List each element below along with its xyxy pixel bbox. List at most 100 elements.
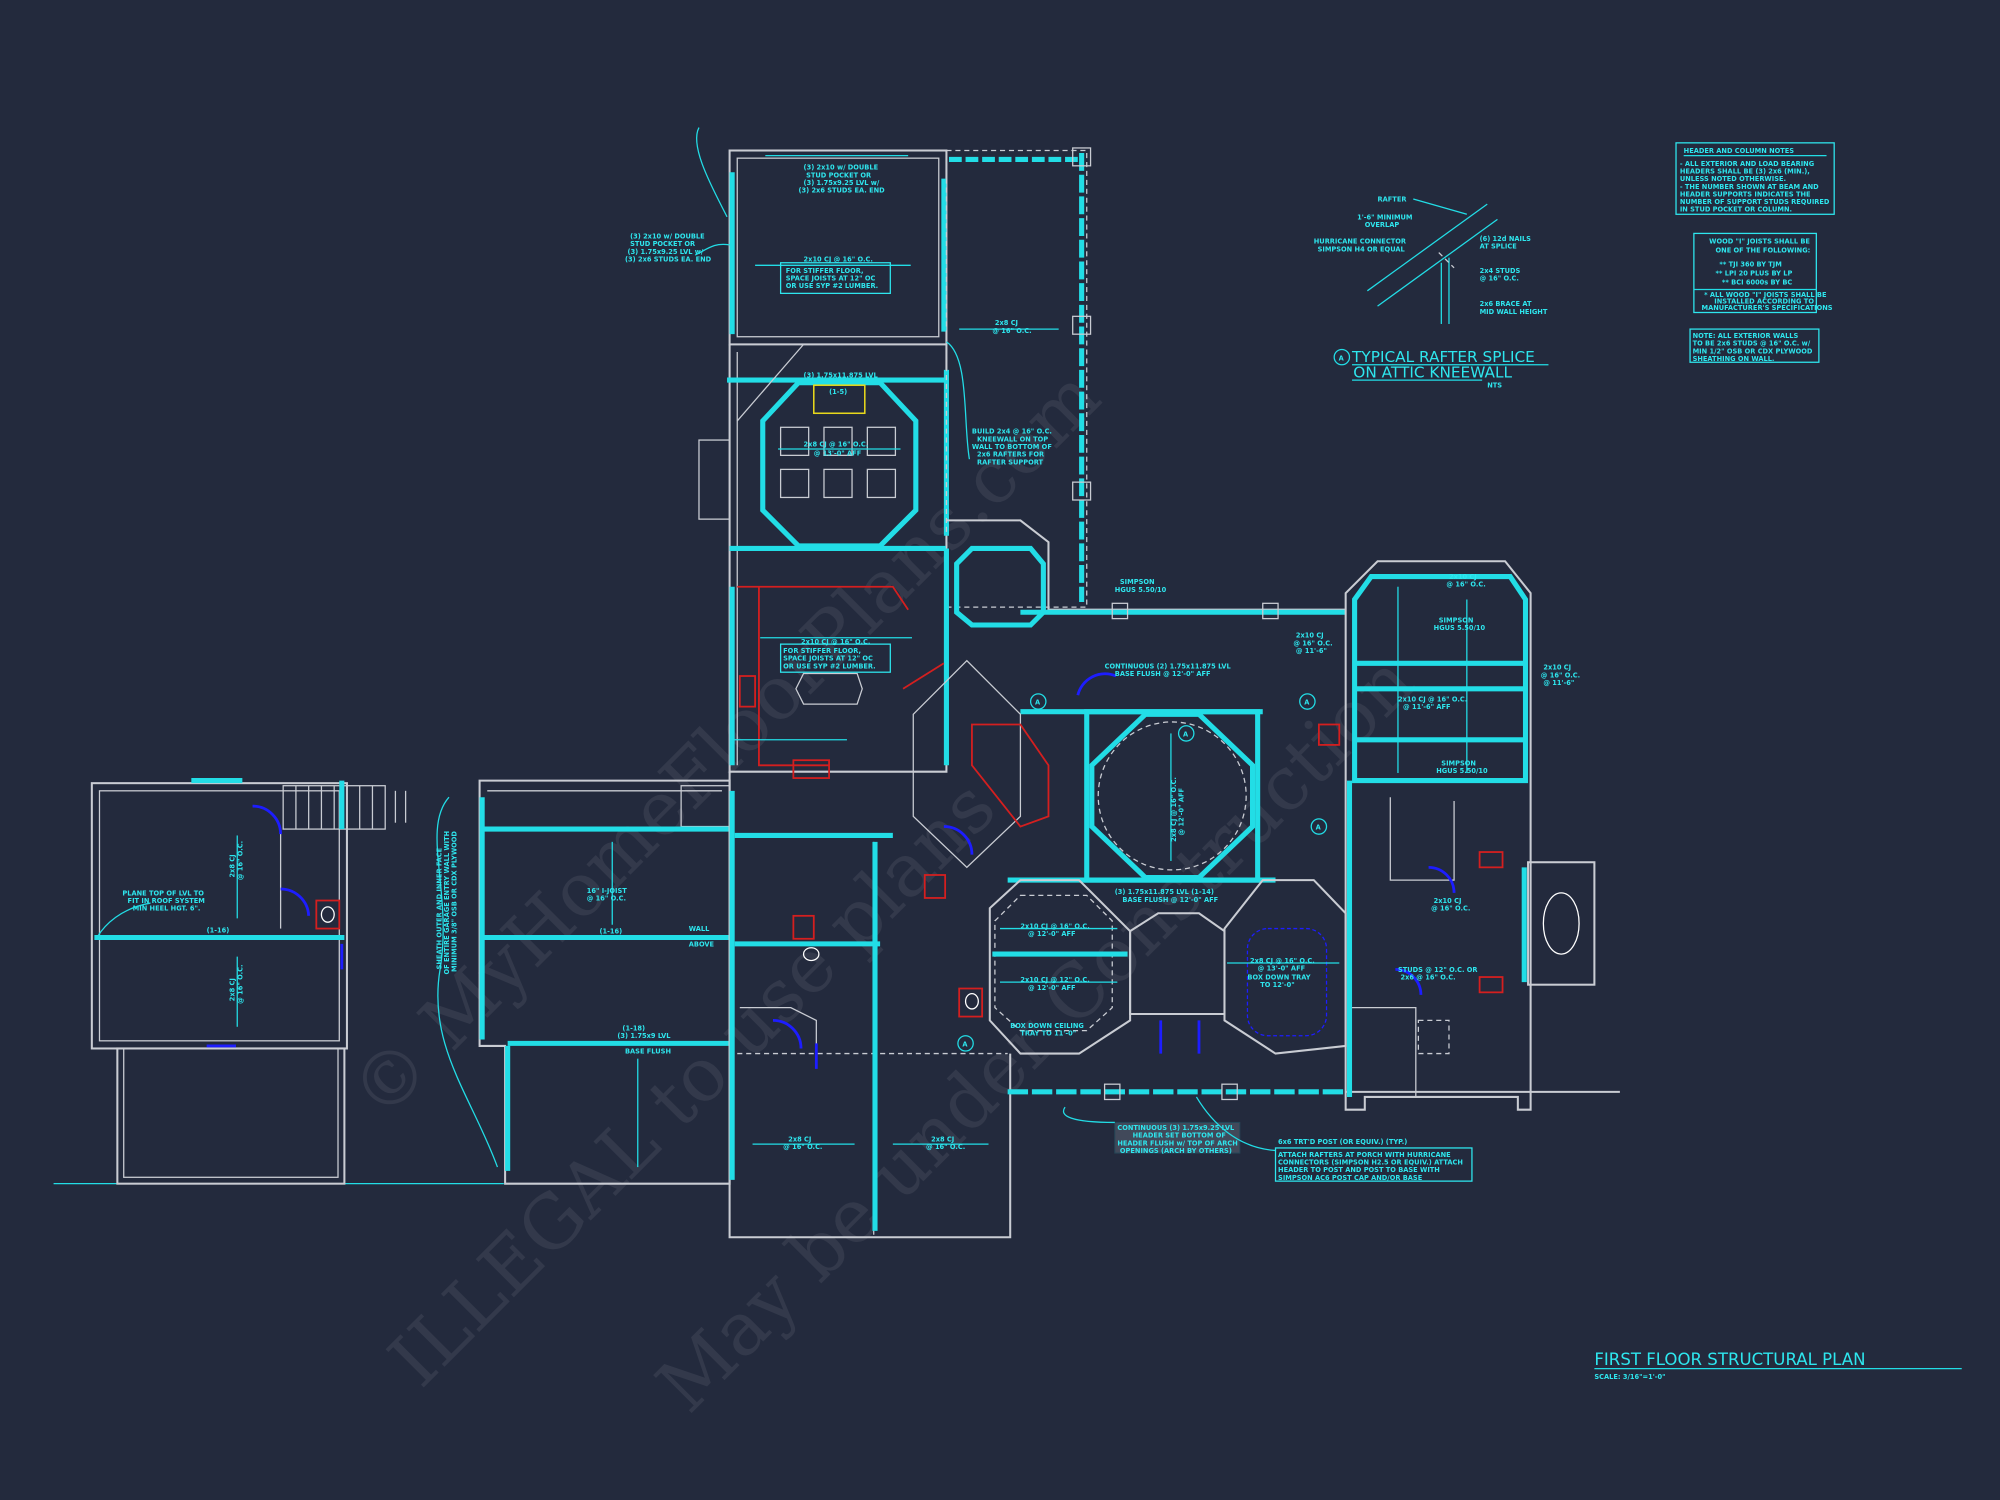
svg-text:2x6 BRACE AT: 2x6 BRACE AT — [1480, 300, 1532, 308]
svg-text:@ 16" O.C.: @ 16" O.C. — [1293, 639, 1332, 647]
svg-text:IN STUD POCKET OR COLUMN.: IN STUD POCKET OR COLUMN. — [1680, 206, 1792, 214]
svg-text:(1-18): (1-18) — [622, 1025, 645, 1033]
svg-text:UNLESS NOTED OTHERWISE.: UNLESS NOTED OTHERWISE. — [1680, 175, 1786, 183]
svg-text:* ALL WOOD "I" JOISTS SHALL BE: * ALL WOOD "I" JOISTS SHALL BE — [1704, 291, 1827, 299]
svg-text:KNEEWALL ON TOP: KNEEWALL ON TOP — [977, 435, 1048, 443]
svg-text:(1-16): (1-16) — [599, 928, 622, 936]
svg-text:16" I-JOIST: 16" I-JOIST — [587, 887, 628, 895]
svg-text:2x6 @ 16" O.C.: 2x6 @ 16" O.C. — [1401, 974, 1456, 982]
svg-text:@ 12'-0" AFF: @ 12'-0" AFF — [1028, 930, 1075, 938]
svg-text:SHEATH OUTER AND INNER FACE: SHEATH OUTER AND INNER FACE — [435, 847, 443, 969]
svg-text:CONNECTORS (SIMPSON H2.5 OR EQ: CONNECTORS (SIMPSON H2.5 OR EQUIV.) ATTA… — [1278, 1159, 1463, 1167]
svg-text:2x10 CJ @ 16" O.C.: 2x10 CJ @ 16" O.C. — [804, 255, 873, 263]
svg-text:(3) 1.75x9.25 LVL w/: (3) 1.75x9.25 LVL w/ — [804, 179, 880, 187]
svg-text:STUDS @ 12" O.C. OR: STUDS @ 12" O.C. OR — [1398, 966, 1478, 974]
svg-text:2x8 CJ: 2x8 CJ — [229, 854, 237, 877]
svg-text:HGUS 5.50/10: HGUS 5.50/10 — [1434, 624, 1486, 632]
attic-access — [813, 384, 866, 415]
svg-text:@ 16" O.C.: @ 16" O.C. — [1541, 671, 1580, 679]
svg-text:SIMPSON H4 OR EQUAL: SIMPSON H4 OR EQUAL — [1318, 245, 1406, 253]
svg-text:HGUS 5.50/10: HGUS 5.50/10 — [1436, 767, 1488, 775]
svg-text:A: A — [1035, 699, 1041, 707]
header-column-notes: HEADER AND COLUMN NOTES - ALL EXTERIOR A… — [1675, 142, 1835, 215]
svg-text:2x8 CJ @ 16" O.C.: 2x8 CJ @ 16" O.C. — [804, 440, 869, 448]
svg-text:@ 11'-6": @ 11'-6" — [1296, 647, 1327, 655]
svg-text:2x10 CJ @ 16" O.C.: 2x10 CJ @ 16" O.C. — [1398, 696, 1467, 704]
svg-text:(3) 2x10 w/ DOUBLE: (3) 2x10 w/ DOUBLE — [630, 233, 705, 241]
svg-text:@ 13'-0" AFF: @ 13'-0" AFF — [814, 449, 861, 457]
svg-text:(3) 1.75x11.875 LVL: (3) 1.75x11.875 LVL — [804, 372, 879, 380]
svg-text:A: A — [962, 1041, 968, 1049]
svg-text:(3) 2x10 w/ DOUBLE: (3) 2x10 w/ DOUBLE — [804, 164, 879, 172]
svg-text:(3) 2x6 STUDS EA. END: (3) 2x6 STUDS EA. END — [625, 255, 712, 263]
svg-text:ON ATTIC KNEEWALL: ON ATTIC KNEEWALL — [1353, 364, 1512, 382]
svg-text:2x4 STUDS: 2x4 STUDS — [1480, 267, 1521, 275]
svg-text:@ 16" O.C.: @ 16" O.C. — [1480, 275, 1519, 283]
svg-text:2x10 CJ @ 12" O.C.: 2x10 CJ @ 12" O.C. — [1020, 976, 1089, 984]
svg-text:OVERLAP: OVERLAP — [1365, 221, 1400, 229]
svg-text:TO 12'-0": TO 12'-0" — [1260, 981, 1295, 989]
svg-text:@ 16" O.C.: @ 16" O.C. — [992, 327, 1031, 335]
svg-text:CONTINUOUS (3) 1.75x9.25 LVL: CONTINUOUS (3) 1.75x9.25 LVL — [1117, 1124, 1235, 1132]
svg-text:SIMPSON: SIMPSON — [1441, 759, 1476, 767]
svg-text:2x8 CJ: 2x8 CJ — [995, 319, 1018, 327]
svg-text:ONE OF THE FOLLOWING:: ONE OF THE FOLLOWING: — [1716, 247, 1811, 255]
svg-text:HEADER AND COLUMN NOTES: HEADER AND COLUMN NOTES — [1684, 147, 1795, 155]
svg-text:** LPI 20 PLUS BY LP: ** LPI 20 PLUS BY LP — [1716, 270, 1793, 278]
plan-labels: (3) 2x10 w/ DOUBLE STUD POCKET OR (3) 1.… — [96, 127, 1580, 1182]
svg-text:RAFTER SUPPORT: RAFTER SUPPORT — [977, 458, 1044, 466]
svg-text:6x6 TRT'D POST (OR EQUIV.) (TY: 6x6 TRT'D POST (OR EQUIV.) (TYP.) — [1278, 1138, 1407, 1146]
svg-text:2x8 CJ @ 16" O.C.: 2x8 CJ @ 16" O.C. — [1170, 777, 1178, 842]
svg-text:(6) 12d NAILS: (6) 12d NAILS — [1480, 235, 1532, 243]
svg-text:A: A — [1304, 699, 1310, 707]
svg-text:SIMPSON: SIMPSON — [1439, 616, 1474, 624]
garage-entry-wing — [436, 779, 731, 1185]
rafter-splice-detail: RAFTER 1'-6" MINIMUM OVERLAP HURRICANE C… — [1314, 196, 1549, 390]
svg-text:ABOVE: ABOVE — [689, 940, 715, 948]
garage-plan — [90, 778, 407, 1185]
svg-text:@ 13'-0" AFF: @ 13'-0" AFF — [1258, 965, 1305, 973]
drawing-title-block: FIRST FLOOR STRUCTURAL PLAN SCALE: 3/16"… — [1594, 1350, 1962, 1381]
main-wing-east — [1317, 560, 1596, 1111]
svg-text:@ 16" O.C.: @ 16" O.C. — [1431, 905, 1470, 913]
svg-text:A: A — [1339, 354, 1345, 362]
svg-text:RAFTER: RAFTER — [1378, 196, 1407, 204]
main-wing-central — [728, 519, 1620, 1239]
svg-text:NTS: NTS — [1487, 382, 1502, 390]
svg-text:BUILD 2x4 @ 16" O.C.: BUILD 2x4 @ 16" O.C. — [972, 428, 1052, 436]
svg-text:SHEATHING ON WALL.: SHEATHING ON WALL. — [1693, 355, 1775, 363]
svg-text:INSTALLED ACCORDING TO: INSTALLED ACCORDING TO — [1714, 298, 1814, 306]
svg-text:OPENINGS (ARCH BY OTHERS): OPENINGS (ARCH BY OTHERS) — [1120, 1147, 1232, 1155]
svg-text:A: A — [1316, 824, 1322, 832]
svg-text:@ 12'-0" AFF: @ 12'-0" AFF — [1028, 984, 1075, 992]
svg-text:2x10 CJ: 2x10 CJ — [1296, 632, 1324, 640]
svg-text:OF ENTIRE GARAGE ENTRY WALL WI: OF ENTIRE GARAGE ENTRY WALL WITH — [443, 831, 451, 975]
svg-text:(3) 1.75x11.875 LVL (1-14): (3) 1.75x11.875 LVL (1-14) — [1115, 888, 1214, 896]
svg-text:OR USE SYP #2 LUMBER.: OR USE SYP #2 LUMBER. — [783, 662, 876, 670]
svg-text:OR USE SYP #2 LUMBER.: OR USE SYP #2 LUMBER. — [786, 282, 879, 290]
svg-text:@ 11'-6": @ 11'-6" — [1543, 679, 1574, 687]
svg-text:WOOD "I" JOISTS SHALL BE: WOOD "I" JOISTS SHALL BE — [1709, 238, 1810, 246]
svg-text:2x8 CJ: 2x8 CJ — [931, 1136, 954, 1144]
svg-text:SIMPSON AC6 POST CAP AND/OR BA: SIMPSON AC6 POST CAP AND/OR BASE — [1278, 1174, 1423, 1182]
svg-text:MANUFACTURER'S SPECIFICATIONS: MANUFACTURER'S SPECIFICATIONS — [1702, 304, 1833, 312]
svg-text:HEADER FLUSH w/ TOP OF ARCH: HEADER FLUSH w/ TOP OF ARCH — [1117, 1139, 1237, 1147]
svg-text:MIN HEEL HGT. 6".: MIN HEEL HGT. 6". — [133, 905, 201, 913]
svg-text:TRAY TO 11'-0": TRAY TO 11'-0" — [1020, 1030, 1076, 1038]
svg-text:1'-6" MINIMUM: 1'-6" MINIMUM — [1357, 213, 1412, 221]
svg-text:(1-16): (1-16) — [207, 926, 230, 934]
svg-text:BASE FLUSH @ 12'-0" AFF: BASE FLUSH @ 12'-0" AFF — [1122, 896, 1218, 904]
svg-text:** BCI 6000s BY BC: ** BCI 6000s BY BC — [1722, 278, 1792, 286]
svg-text:@ 16" O.C.: @ 16" O.C. — [783, 1143, 822, 1151]
svg-text:A: A — [1183, 731, 1189, 739]
svg-text:CONTINUOUS (2) 1.75x11.875 LVL: CONTINUOUS (2) 1.75x11.875 LVL — [1105, 662, 1232, 670]
svg-text:BOX DOWN CEILING: BOX DOWN CEILING — [1010, 1022, 1084, 1030]
svg-text:@ 16" O.C.: @ 16" O.C. — [236, 965, 244, 1004]
svg-text:MINIMUM 3/8" OSB OR CDX PLYWOO: MINIMUM 3/8" OSB OR CDX PLYWOOD — [451, 831, 459, 972]
drawing-scale: SCALE: 3/16"=1'-0" — [1594, 1373, 1665, 1381]
svg-text:HEADER TO POST AND POST TO BAS: HEADER TO POST AND POST TO BASE WITH — [1278, 1166, 1440, 1174]
svg-text:STUD POCKET OR: STUD POCKET OR — [806, 171, 871, 179]
section-markers: A A A A A — [957, 693, 1328, 1052]
svg-text:SPACE JOISTS AT 12" OC: SPACE JOISTS AT 12" OC — [783, 655, 873, 663]
svg-text:FIT IN ROOF SYSTEM: FIT IN ROOF SYSTEM — [128, 897, 205, 905]
